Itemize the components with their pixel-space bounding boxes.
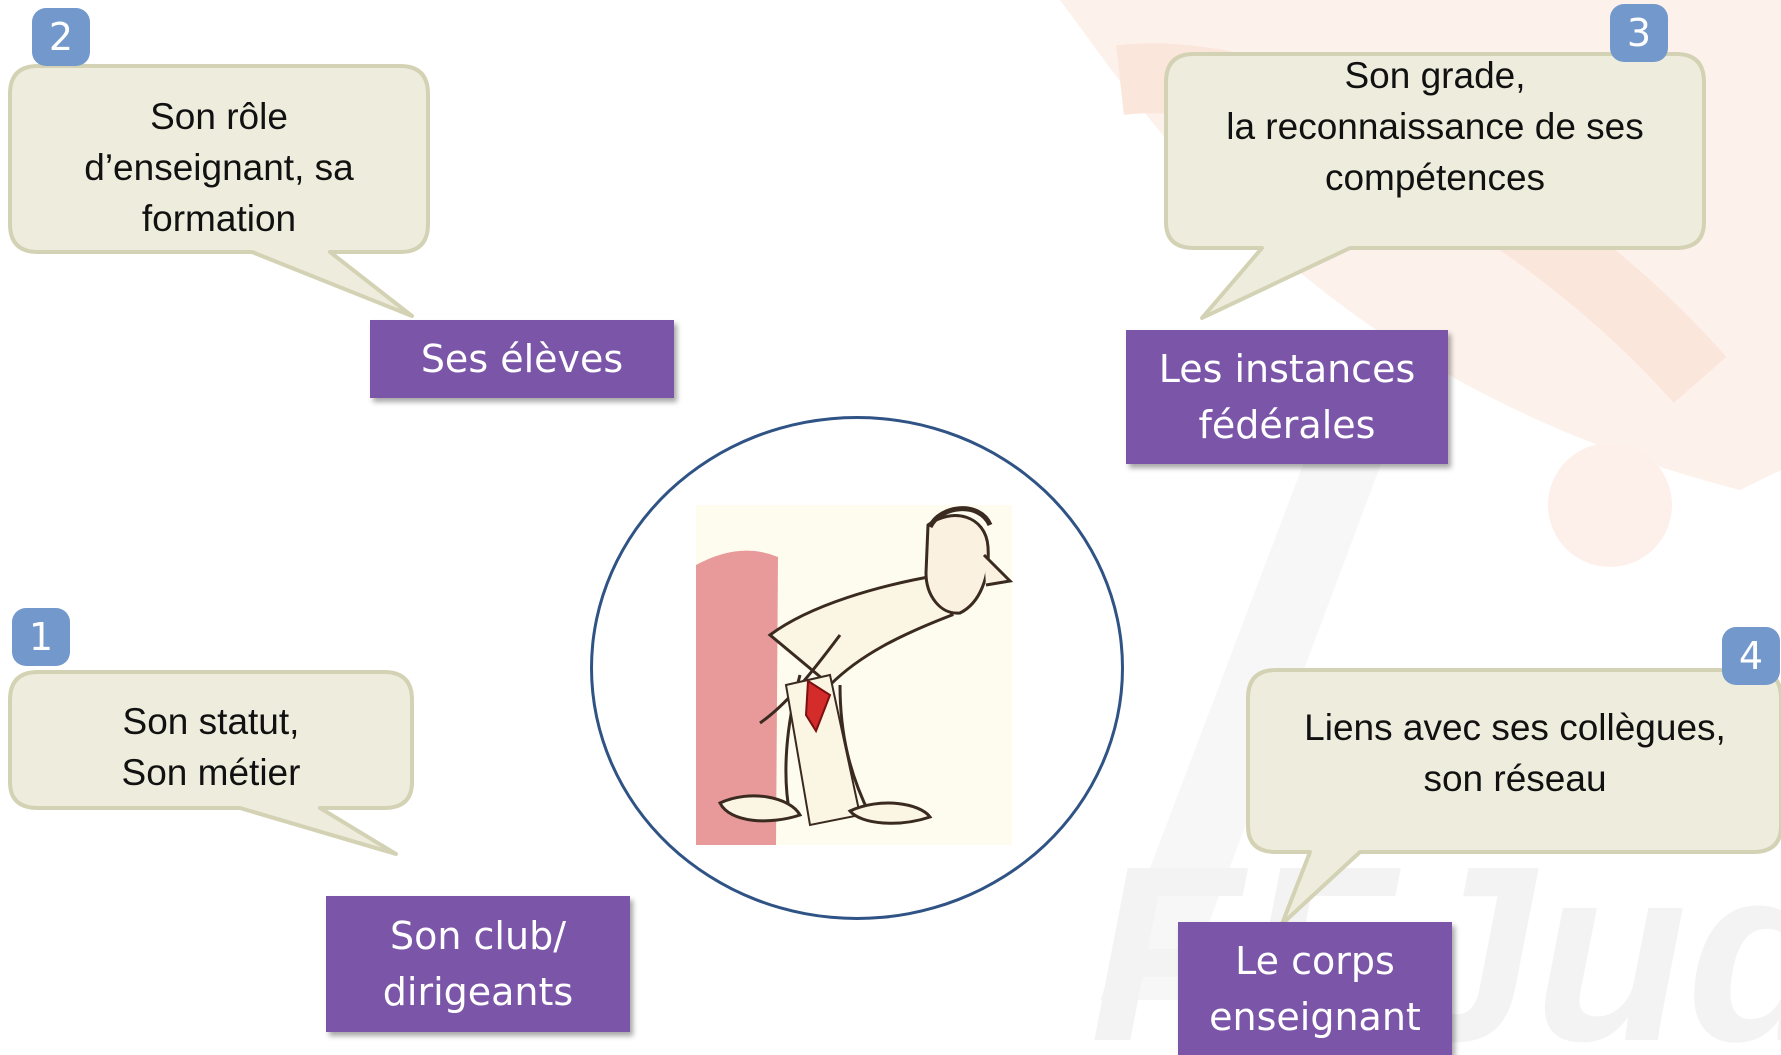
- bubble-4-line: Liens avec ses collègues,: [1304, 707, 1726, 748]
- box-ses-eleves: Ses élèves: [370, 320, 674, 398]
- box-club-dirigeants: Son club/ dirigeants: [326, 896, 630, 1032]
- judoka-head: [924, 514, 990, 615]
- bubble-1-line: Son statut,: [122, 701, 300, 742]
- judoka-foot-right: [847, 801, 933, 825]
- badge-4: 4: [1722, 627, 1780, 685]
- bubble-1-text: Son statut, Son métier: [20, 694, 402, 800]
- bubble-2-line: Son rôle: [150, 95, 288, 137]
- bubble-2-line: formation: [141, 197, 297, 239]
- bubble-2-line: d’enseignant, sa: [84, 146, 354, 188]
- box-corps-enseignant: Le corps enseignant: [1178, 922, 1452, 1055]
- box-label: Ses élèves: [420, 337, 624, 381]
- bubble-shape-3: [1164, 52, 1706, 320]
- judoka-foot-left: [717, 794, 803, 823]
- bubble-3-text: Son grade, la reconnaissance de ses comp…: [1176, 48, 1694, 204]
- box-label: Son club/: [390, 914, 566, 958]
- bubble-2-text: Son rôle d’enseignant, sa formation: [20, 88, 418, 246]
- illustration-pink-block: [696, 550, 778, 845]
- badge-3: 3: [1610, 4, 1668, 62]
- judoka-belt: [804, 679, 832, 734]
- bubble-shape-1: [8, 670, 414, 856]
- judoka-nose: [982, 553, 1014, 587]
- box-label: dirigeants: [382, 970, 574, 1014]
- bubble-4-text: Liens avec ses collègues, son réseau: [1256, 700, 1774, 806]
- box-instances-federales: Les instances fédérales: [1126, 330, 1448, 464]
- bubble-1-line: Son métier: [121, 752, 301, 793]
- badge-1: 1: [12, 608, 70, 666]
- watermark-circle: [1548, 443, 1672, 567]
- box-label: Les instances: [1158, 347, 1416, 391]
- bubble-shape-2: [8, 64, 430, 318]
- bubble-4-line: son réseau: [1423, 758, 1607, 799]
- box-label: enseignant: [1209, 994, 1421, 1039]
- watermark-stroke: [1100, 420, 1390, 1000]
- box-label: Le corps: [1235, 938, 1395, 983]
- judoka-bowing-illustration: [696, 505, 1014, 845]
- box-label: fédérales: [1198, 403, 1376, 447]
- judoka-hair: [927, 506, 993, 529]
- bubble-3-line: la reconnaissance de ses: [1226, 105, 1644, 147]
- badge-2: 2: [32, 8, 90, 66]
- bubble-shape-4: [1246, 668, 1781, 926]
- bubble-3-line: Son grade,: [1344, 54, 1526, 96]
- bubble-3-line: compétences: [1324, 156, 1546, 198]
